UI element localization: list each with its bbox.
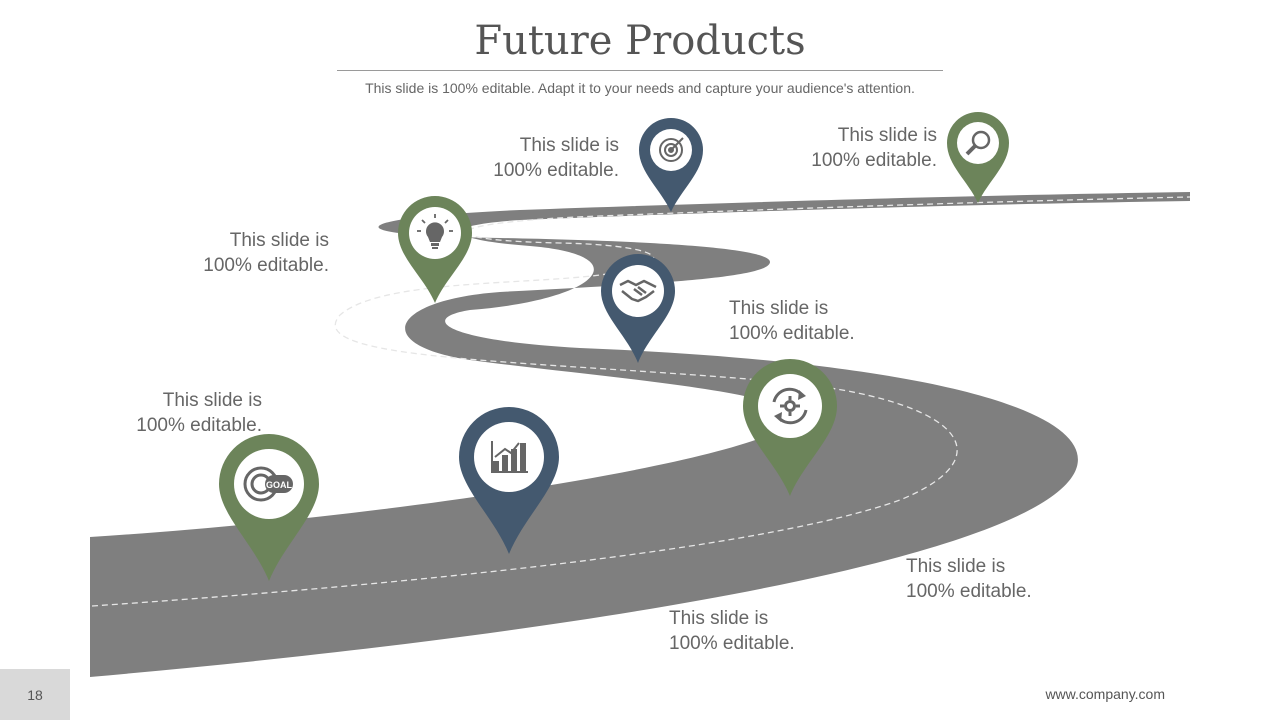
magnifier-icon [965,130,991,156]
slide-subtitle: This slide is 100% editable. Adapt it to… [365,80,915,96]
goal-badge-text: GOAL [266,480,293,490]
milestone-caption-3: This slide is 100% editable. [906,554,1086,604]
caption-line-2: 100% editable. [203,255,329,276]
milestone-caption-1: This slide is 100% editable. [82,388,262,438]
pin-target [639,118,703,212]
milestone-caption-5: This slide is 100% editable. [149,228,329,278]
page-number: 18 [0,669,70,720]
target-icon [659,137,684,162]
caption-line-1: This slide is [519,135,619,156]
pin-lightbulb [398,196,472,303]
caption-line-2: 100% editable. [729,323,855,344]
gear-refresh-icon [772,387,808,425]
lightbulb-icon [417,214,453,249]
milestone-caption-4: This slide is 100% editable. [729,296,909,346]
caption-line-2: 100% editable. [669,633,795,654]
pin-handshake [601,254,675,363]
slide-title: Future Products [474,18,806,64]
pin-inner-circle [957,122,999,164]
caption-line-1: This slide is [729,298,829,319]
pin-gear-refresh [743,358,837,497]
handshake-icon [619,279,657,303]
road-surface [90,192,1190,677]
footer-url: www.company.com [1045,686,1165,702]
milestone-caption-2: This slide is 100% editable. [669,606,849,656]
caption-line-1: This slide is [669,608,769,629]
pin-bar-chart [459,407,559,554]
caption-line-1: This slide is [906,556,1006,577]
caption-line-1: This slide is [837,125,937,146]
milestone-caption-6: This slide is 100% editable. [439,133,619,183]
caption-line-1: This slide is [162,390,262,411]
pin-goal: GOAL [219,434,319,581]
winding-road [90,192,1191,677]
pin-inner-circle [474,422,544,492]
caption-line-2: 100% editable. [811,150,937,171]
bar-chart-growth-icon [491,441,528,473]
caption-line-2: 100% editable. [493,160,619,181]
caption-line-2: 100% editable. [136,415,262,436]
caption-line-2: 100% editable. [906,581,1032,602]
milestone-caption-7: This slide is 100% editable. [757,123,937,173]
title-divider [337,70,943,71]
goal-icon: GOAL [243,466,293,502]
road-center-dashes [91,196,1191,607]
caption-line-1: This slide is [229,230,329,251]
pin-magnifier [947,112,1009,203]
